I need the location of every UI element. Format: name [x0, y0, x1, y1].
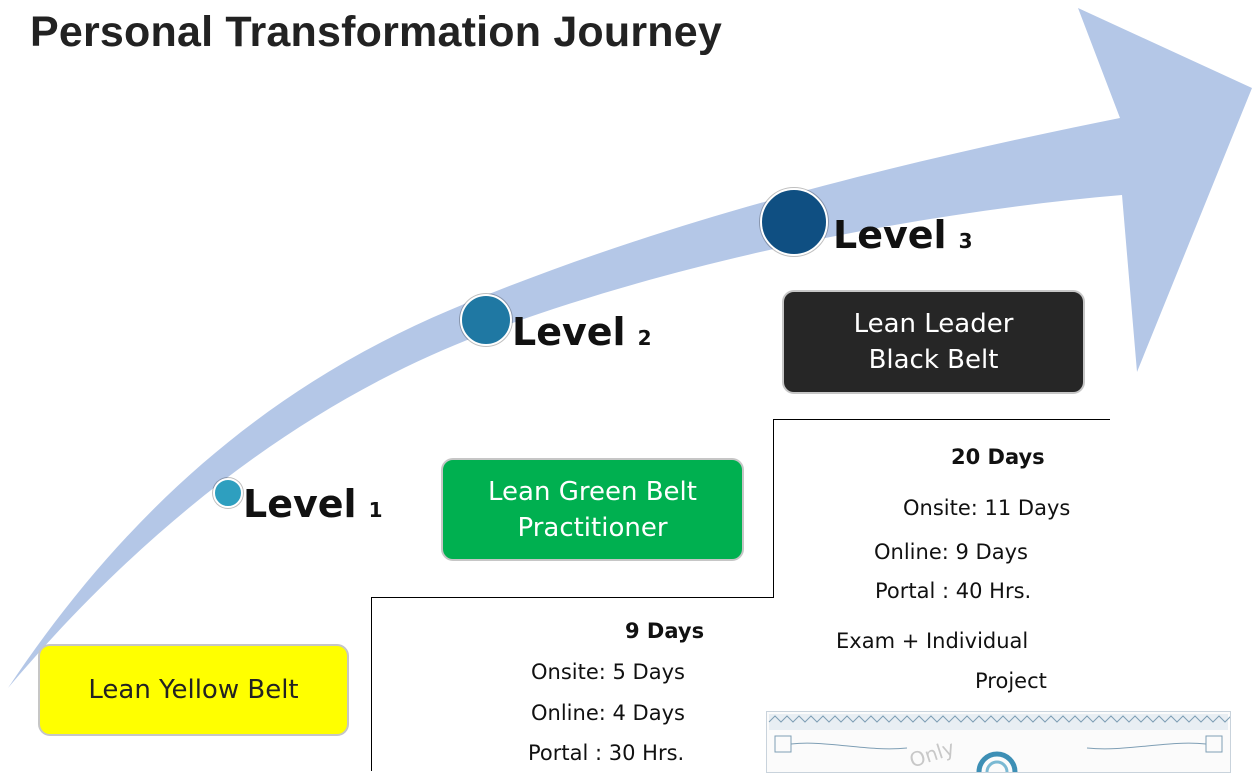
level-2-step-top [371, 597, 773, 598]
yellow-belt-label: Lean Yellow Belt [88, 675, 299, 705]
black-belt-line-1: Lean Leader [853, 309, 1014, 339]
level-3-exam-line-1: Exam + Individual [836, 629, 1029, 653]
black-belt-line-2: Black Belt [868, 345, 999, 375]
level-2-online: Online: 4 Days [531, 701, 685, 725]
level-2-portal: Portal : 30 Hrs. [528, 741, 685, 765]
green-belt-box: Lean Green Belt Practitioner [441, 458, 744, 561]
green-belt-line-2: Practitioner [517, 512, 668, 543]
level-1-dot [213, 478, 243, 508]
level-3-portal: Portal : 40 Hrs. [875, 579, 1032, 603]
black-belt-box: Lean Leader Black Belt [782, 290, 1085, 394]
level-3-step-side [773, 419, 774, 598]
level-3-duration: 20 Days [951, 445, 1045, 469]
certificate-preview: Only [766, 711, 1231, 773]
level-3-step-top [773, 419, 1110, 420]
level-3-onsite: Onsite: 11 Days [903, 496, 1071, 520]
green-belt-line-1: Lean Green Belt [488, 476, 697, 507]
level-2-dot [460, 294, 512, 346]
certificate-border [768, 714, 1230, 772]
level-3-online: Online: 9 Days [874, 540, 1028, 564]
yellow-belt-box: Lean Yellow Belt [38, 644, 349, 736]
level-2-step-side [371, 597, 372, 771]
level-3-dot [760, 188, 828, 256]
level-2-onsite: Onsite: 5 Days [531, 660, 685, 684]
page-title: Personal Transformation Journey [30, 8, 722, 56]
level-3-exam-line-2: Project [975, 669, 1047, 693]
level-2-duration: 9 Days [625, 619, 705, 643]
